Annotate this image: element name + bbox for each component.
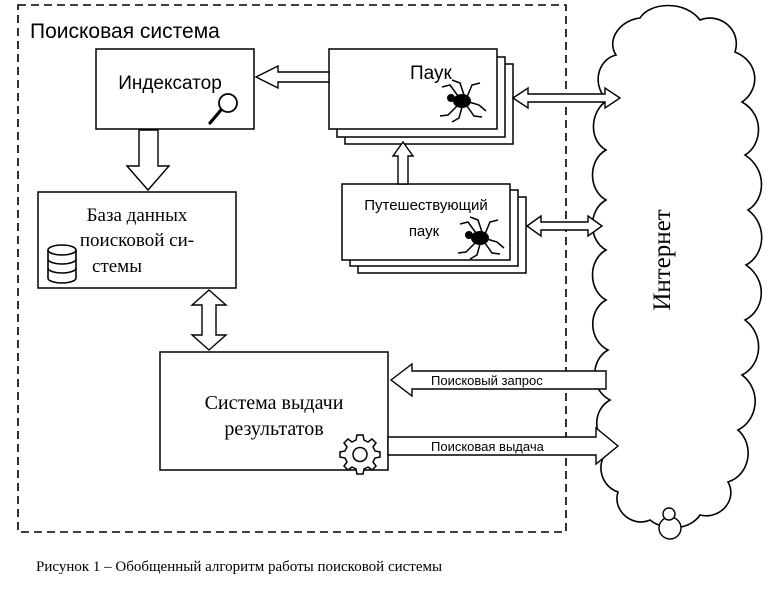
arrow-travelling-spider-internet — [525, 214, 604, 238]
magnifier-icon — [208, 93, 238, 125]
results-box: Система выдачи результатов — [159, 351, 389, 475]
travelling-spider-label-line1: Путешествующий — [364, 197, 488, 214]
gear-icon — [339, 434, 381, 475]
arrow-spider-internet — [511, 86, 622, 110]
search-output-label: Поисковая выдача — [431, 439, 545, 454]
database-icon — [47, 244, 77, 284]
internet-label: Интернет — [649, 209, 676, 310]
internet-cloud: Интернет — [591, 4, 763, 529]
travelling-spider-box: Путешествующий паук — [341, 183, 527, 274]
spider-label: Паук — [410, 63, 453, 84]
spider-icon — [439, 79, 487, 123]
indexer-label: Индексатор — [118, 73, 222, 94]
database-box: База данных поисковой си- стемы — [37, 191, 237, 289]
spider-icon — [457, 216, 505, 260]
search-output-arrow: Поисковая выдача — [387, 426, 620, 466]
database-label-line1: База данных — [87, 205, 188, 226]
figure-caption: Рисунок 1 – Обобщенный алгоритм работы п… — [36, 559, 442, 575]
arrow-indexer-to-database — [125, 129, 171, 192]
arrow-travelling-spider-to-spider — [391, 140, 415, 185]
search-system-boundary — [17, 4, 567, 533]
search-query-arrow: Поисковый запрос — [389, 362, 607, 398]
database-label-line3: стемы — [92, 256, 142, 277]
results-label-line1: Система выдачи — [205, 392, 344, 414]
database-label-line2: поисковой си- — [80, 230, 194, 251]
arrow-database-results — [190, 289, 228, 351]
travelling-spider-label-line2: паук — [409, 223, 440, 240]
indexer-box: Индексатор — [95, 48, 255, 130]
results-label-line2: результатов — [224, 418, 323, 440]
search-query-label: Поисковый запрос — [431, 373, 543, 388]
cloud-bubble-small — [662, 507, 676, 521]
spider-box: Паук — [328, 48, 514, 145]
arrow-spider-to-indexer — [254, 64, 330, 90]
frame-title: Поисковая система — [30, 20, 220, 43]
